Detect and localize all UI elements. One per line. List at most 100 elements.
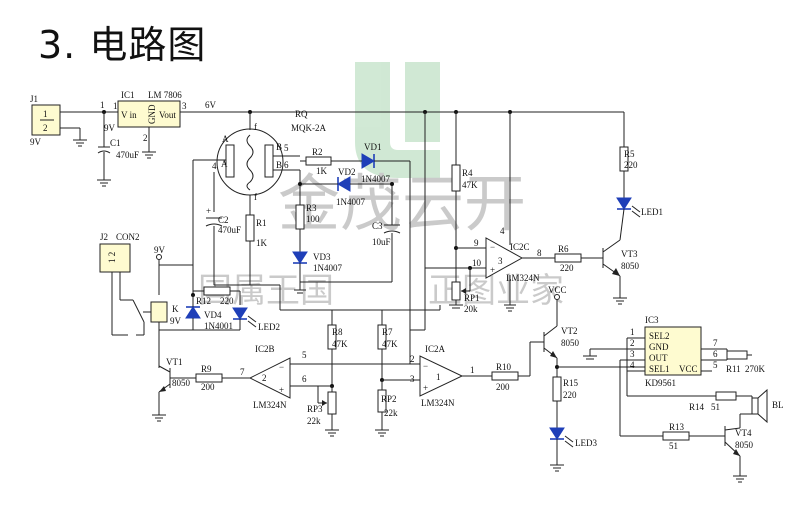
svg-text:LM324N: LM324N: [253, 400, 287, 410]
svg-text:9V: 9V: [104, 123, 116, 133]
connector-j1: J1 1 2 9V 1: [30, 94, 118, 147]
label-j1-pin2: 2: [43, 123, 48, 133]
svg-text:+: +: [206, 206, 211, 216]
svg-text:R15: R15: [563, 378, 579, 388]
svg-text:4: 4: [212, 161, 217, 171]
svg-text:SEL1: SEL1: [649, 364, 670, 374]
svg-text:BL: BL: [772, 400, 784, 410]
svg-text:1 2: 1 2: [107, 252, 117, 263]
sound-chip-ic3: IC3 SEL2 GND OUT SEL1 VCC KD9561 1 2 3 4…: [590, 315, 727, 396]
led-led2: LED2: [232, 307, 280, 332]
svg-text:3: 3: [182, 101, 187, 111]
potentiometer-rp1: RP1 20k: [451, 268, 480, 314]
label-rq: RQ: [295, 109, 308, 119]
svg-text:IC3: IC3: [645, 315, 659, 325]
svg-text:R5: R5: [624, 149, 635, 159]
svg-text:R10: R10: [496, 362, 512, 372]
label-c1: C1: [110, 138, 121, 148]
watermark-brand: 金茂云开: [278, 167, 526, 240]
svg-text:4: 4: [500, 226, 505, 236]
svg-text:1: 1: [436, 372, 441, 382]
svg-text:10uF: 10uF: [372, 237, 391, 247]
svg-text:IC2B: IC2B: [255, 344, 275, 354]
svg-text:f: f: [254, 192, 257, 202]
svg-text:+: +: [279, 385, 284, 395]
transistor-vt4: VT4 8050: [724, 426, 754, 457]
svg-text:GND: GND: [147, 104, 157, 124]
resistor-r13: R13 51: [662, 422, 690, 451]
svg-text:8050: 8050: [172, 378, 191, 388]
label-j1-voltage: 9V: [30, 137, 42, 147]
svg-text:6: 6: [713, 349, 718, 359]
svg-text:f: f: [254, 122, 257, 132]
svg-text:R14: R14: [689, 402, 705, 412]
svg-text:LED2: LED2: [258, 322, 280, 332]
svg-text:LM324N: LM324N: [421, 398, 455, 408]
svg-text:R3: R3: [306, 203, 317, 213]
svg-text:5: 5: [284, 143, 289, 153]
resistor-r5: R5 220: [619, 146, 638, 172]
svg-text:IC2C: IC2C: [510, 242, 530, 252]
svg-text:GND: GND: [649, 342, 669, 352]
svg-text:3: 3: [410, 374, 415, 384]
svg-text:VT3: VT3: [621, 249, 638, 259]
svg-text:R2: R2: [312, 147, 323, 157]
potentiometer-rp2: RP2 22k: [377, 389, 398, 418]
opamp-ic2b: − + 2 IC2B 7 5 6 LM324N: [240, 344, 307, 410]
svg-text:−: −: [423, 361, 428, 371]
svg-text:C2: C2: [218, 215, 229, 225]
svg-text:R8: R8: [332, 327, 343, 337]
svg-text:8050: 8050: [561, 338, 580, 348]
resistor-r15: R15 220: [552, 376, 579, 402]
opamp-ic2c: − + IC2C 9 10 8 3 4 LM324N: [472, 226, 542, 283]
svg-text:VD4: VD4: [204, 310, 222, 320]
svg-text:2: 2: [630, 338, 635, 348]
transistor-vt3: VT3 8050: [602, 239, 640, 277]
svg-text:B: B: [276, 160, 282, 170]
svg-text:8050: 8050: [735, 440, 754, 450]
svg-text:5: 5: [713, 360, 718, 370]
svg-text:R4: R4: [462, 168, 473, 178]
svg-text:1: 1: [630, 327, 635, 337]
connector-j2: J2 CON2 1 2: [99, 232, 145, 336]
svg-text:1: 1: [470, 365, 475, 375]
svg-text:RP3: RP3: [307, 404, 323, 414]
svg-text:2: 2: [410, 354, 415, 364]
svg-text:J2: J2: [100, 232, 108, 242]
label-mqk: MQK-2A: [291, 123, 326, 133]
svg-text:OUT: OUT: [649, 353, 668, 363]
svg-text:VD1: VD1: [364, 142, 382, 152]
svg-text:8: 8: [537, 248, 542, 258]
svg-text:+: +: [423, 383, 428, 393]
svg-text:VT2: VT2: [561, 326, 578, 336]
transistor-vt2: VT2 8050: [543, 325, 580, 359]
resistor-r2: R2 1K: [300, 147, 358, 176]
svg-text:51: 51: [711, 402, 720, 412]
svg-text:20k: 20k: [464, 304, 478, 314]
svg-text:1N4007: 1N4007: [313, 263, 342, 273]
svg-text:B: B: [276, 142, 282, 152]
svg-text:2: 2: [143, 133, 148, 143]
speaker-bl: BL: [751, 388, 784, 424]
svg-text:LED1: LED1: [641, 207, 663, 217]
label-ic1: IC1: [121, 90, 135, 100]
svg-text:VT4: VT4: [735, 428, 752, 438]
relay-k: K 9V: [143, 301, 182, 326]
svg-text:RP2: RP2: [381, 394, 397, 404]
svg-text:CON2: CON2: [116, 232, 140, 242]
svg-text:+: +: [490, 265, 495, 275]
svg-text:VCC: VCC: [548, 285, 567, 295]
svg-text:1: 1: [113, 101, 118, 111]
diode-vd3: VD3 1N4007: [292, 251, 342, 273]
sensor-rq: RQ MQK-2A A A B B f f 5 6 4: [192, 109, 326, 260]
opamp-ic2a: − + 1 IC2A 2 3 1 LM324N: [410, 344, 475, 408]
svg-text:1K: 1K: [316, 166, 328, 176]
svg-text:470uF: 470uF: [116, 150, 139, 160]
svg-text:3: 3: [498, 256, 503, 266]
svg-text:1N4007: 1N4007: [336, 197, 365, 207]
label-j1-pin1: 1: [43, 109, 48, 119]
svg-text:220: 220: [220, 296, 234, 306]
diode-vd2: VD2 1N4007: [300, 167, 392, 207]
svg-text:Vout: Vout: [159, 110, 176, 120]
svg-text:6: 6: [284, 160, 289, 170]
